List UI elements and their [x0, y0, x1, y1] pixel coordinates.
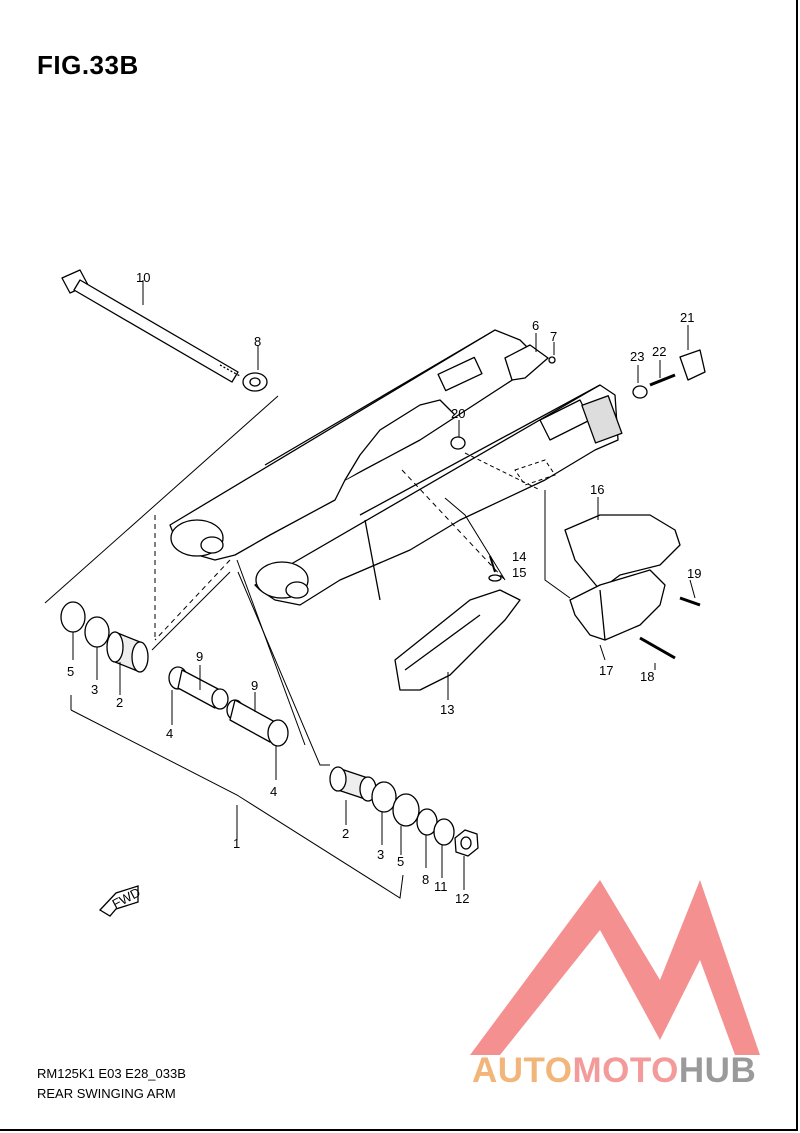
stopper-bracket [632, 349, 706, 399]
callout-5: 5 [397, 854, 404, 869]
callout-2: 2 [116, 695, 123, 710]
spacer [226, 699, 289, 747]
oil-seal [392, 793, 420, 827]
bolt [639, 636, 676, 660]
chain-slider [394, 589, 521, 691]
callout-19: 19 [687, 566, 701, 581]
callout-22: 22 [652, 344, 666, 359]
callout-3: 3 [91, 682, 98, 697]
thrust-washer [84, 616, 110, 648]
callout-12: 12 [455, 891, 469, 906]
figure-title: FIG.33B [37, 50, 139, 80]
watermark-part-auto: AUTO [472, 1051, 573, 1090]
swing-arm [169, 329, 623, 606]
needle-bearing [329, 766, 377, 802]
model-code: RM125K1 E03 E28_033B [37, 1066, 186, 1081]
watermark-logo [470, 880, 760, 1055]
washer [433, 818, 455, 846]
callout-2: 2 [342, 826, 349, 841]
callout-1: 1 [233, 836, 240, 851]
needle-bearing [106, 631, 149, 673]
callout-21: 21 [680, 310, 694, 325]
callout-8: 8 [254, 334, 261, 349]
callout-18: 18 [640, 669, 654, 684]
callout-5: 5 [67, 664, 74, 679]
oil-seal [60, 601, 86, 633]
chain-adjuster-plate [504, 344, 556, 381]
callout-4: 4 [270, 784, 277, 799]
fwd-arrow: FWD [98, 884, 143, 917]
spacer [168, 666, 229, 710]
callout-17: 17 [599, 663, 613, 678]
figure-caption: REAR SWINGING ARM [37, 1086, 176, 1101]
chain-guide [564, 514, 681, 641]
bolt [679, 596, 701, 607]
callout-8: 8 [422, 872, 429, 887]
pivot-shaft [61, 269, 241, 383]
callout-4: 4 [166, 726, 173, 741]
callout-16: 16 [590, 482, 604, 497]
callout-10: 10 [136, 270, 150, 285]
nut [450, 436, 466, 450]
watermark-part-moto: MOTO [572, 1051, 679, 1090]
callout-13: 13 [440, 702, 454, 717]
callout-14: 14 [512, 549, 526, 564]
watermark-text: AUTOMOTOHUB [472, 1051, 756, 1091]
callout-11: 11 [434, 879, 448, 894]
callout-3: 3 [377, 847, 384, 862]
callout-9: 9 [196, 649, 203, 664]
callout-15: 15 [512, 565, 526, 580]
callout-7: 7 [550, 329, 557, 344]
thrust-washer [371, 781, 397, 813]
leader-lines [44, 280, 696, 899]
callout-labels: 10 8 6 7 21 22 23 20 16 14 15 19 17 18 1… [67, 270, 701, 906]
svg-text:FWD: FWD [110, 884, 143, 911]
callout-9: 9 [251, 678, 258, 693]
callout-23: 23 [630, 349, 644, 364]
callout-20: 20 [451, 406, 465, 421]
watermark-part-hub: HUB [678, 1051, 757, 1090]
callout-6: 6 [532, 318, 539, 333]
pivot-nut [454, 829, 479, 857]
